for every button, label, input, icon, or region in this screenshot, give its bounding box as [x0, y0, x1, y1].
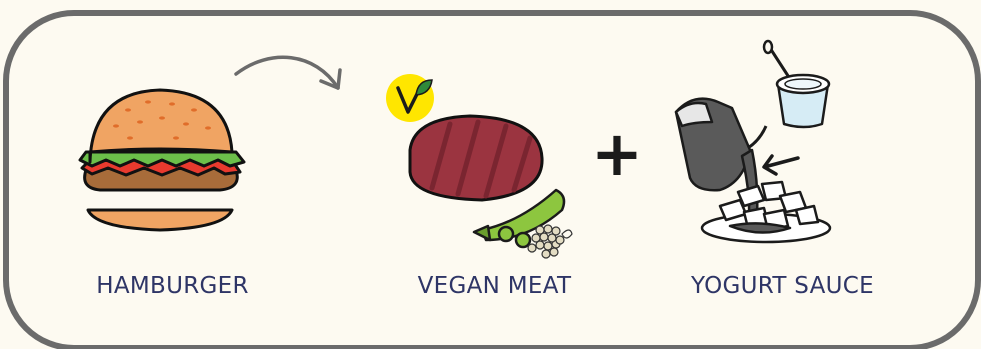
vegan-patty-icon — [410, 116, 542, 200]
label-yogurt-sauce: YOGURT SAUCE — [665, 270, 900, 302]
label-vegan-meat: VEGAN MEAT — [382, 270, 607, 302]
label-hamburger: HAMBURGER — [60, 270, 285, 302]
vegan-v-badge-icon — [386, 74, 434, 122]
plus-sign: + — [591, 117, 643, 190]
